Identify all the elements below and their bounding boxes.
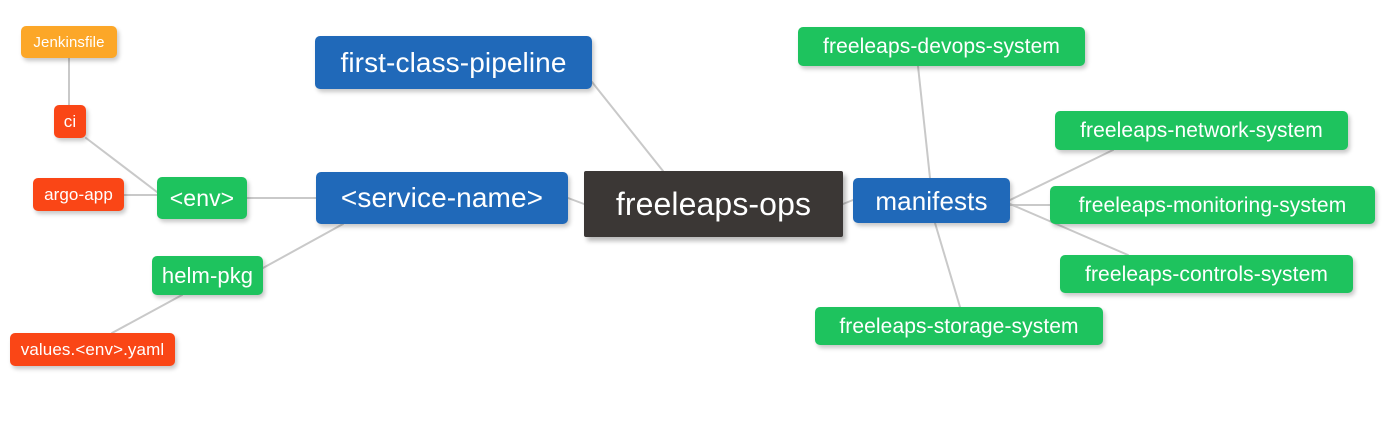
node-env[interactable]: <env> [157,177,247,219]
node-manifests[interactable]: manifests [853,178,1010,223]
node-label-helm-pkg: helm-pkg [161,262,254,288]
edge-root-to-manifests [842,199,854,205]
edge-manifests-to-storage-system [934,222,961,308]
node-label-argo-app: argo-app [44,185,113,204]
node-label-jenkinsfile: Jenkinsfile [33,33,105,51]
node-argo-app[interactable]: argo-app [33,178,124,211]
node-values-yaml[interactable]: values.<env>.yaml [10,333,175,366]
node-label-network-system: freeleaps-network-system [1080,119,1323,142]
node-label-manifests: manifests [875,185,988,216]
node-root[interactable]: freeleaps-ops [584,171,843,237]
edge-helm-pkg-to-values-yaml [111,294,183,334]
node-label-service-name: <service-name> [340,182,544,213]
node-controls-system[interactable]: freeleaps-controls-system [1060,255,1353,293]
edge-root-to-first-class-pipeline [591,81,664,172]
edge-root-to-service-name [567,197,585,205]
node-label-devops-system: freeleaps-devops-system [823,35,1060,58]
node-label-controls-system: freeleaps-controls-system [1085,262,1328,286]
edge-service-name-to-helm-pkg [262,223,344,269]
node-jenkinsfile[interactable]: Jenkinsfile [21,26,117,58]
node-label-ci: ci [63,112,77,131]
node-label-values-yaml: values.<env>.yaml [20,340,165,359]
node-label-storage-system: freeleaps-storage-system [839,314,1079,338]
node-devops-system[interactable]: freeleaps-devops-system [798,27,1085,66]
node-label-first-class-pipeline: first-class-pipeline [340,46,567,78]
node-storage-system[interactable]: freeleaps-storage-system [815,307,1103,345]
edge-manifests-to-devops-system [917,65,931,179]
node-label-env: <env> [169,184,235,211]
node-network-system[interactable]: freeleaps-network-system [1055,111,1348,150]
node-label-monitoring-system: freeleaps-monitoring-system [1078,193,1347,217]
node-ci[interactable]: ci [54,105,86,138]
node-label-root: freeleaps-ops [615,186,812,222]
node-monitoring-system[interactable]: freeleaps-monitoring-system [1050,186,1375,224]
node-first-class-pipeline[interactable]: first-class-pipeline [315,36,592,89]
node-service-name[interactable]: <service-name> [316,172,568,224]
node-helm-pkg[interactable]: helm-pkg [152,256,263,295]
